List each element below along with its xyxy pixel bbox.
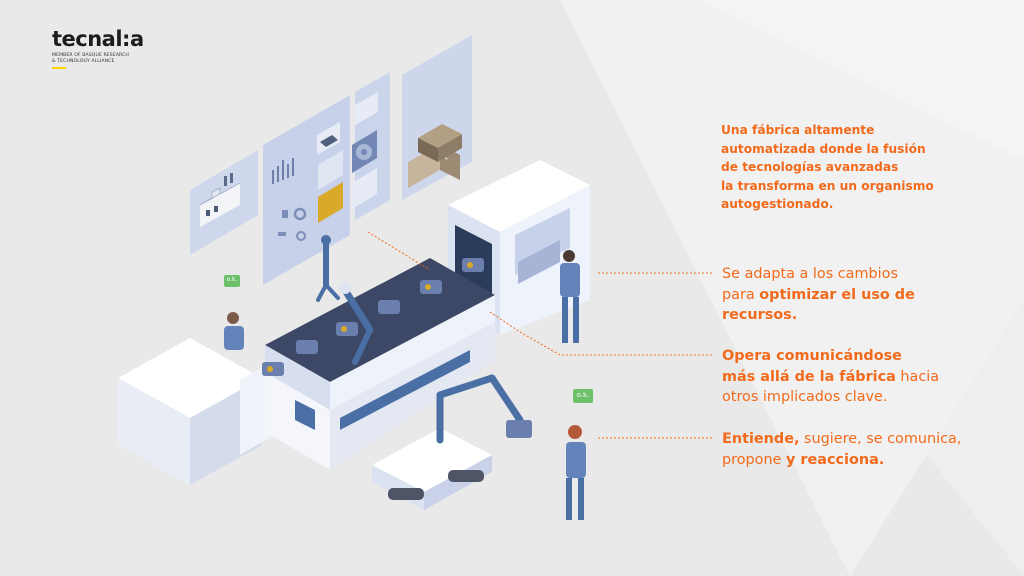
logo-accent-bar	[52, 67, 66, 70]
logo-subtitle: MEMBER OF BASQUE RESEARCH & TECHNOLOGY A…	[52, 53, 129, 64]
battery-pack-icon	[262, 258, 484, 376]
agv-arm	[436, 374, 524, 444]
ok-badge-text-left: o.k.	[226, 276, 238, 283]
conveyor-belt	[265, 258, 495, 470]
point-understands: Entiende, sugiere, se comunica, propone …	[722, 431, 962, 468]
icon-tiles	[278, 92, 378, 241]
worker-left	[224, 312, 244, 350]
tecnalia-logo: tecnal:a MEMBER OF BASQUE RESEARCH & TEC…	[52, 27, 144, 70]
robot-arm-icon	[316, 237, 374, 365]
point-communicates: Opera comunicándose más allá de la fábri…	[722, 348, 940, 405]
battery-pack-icon	[506, 420, 532, 438]
ok-badge-left	[224, 275, 240, 287]
worker-bottom	[566, 425, 586, 520]
factory-icon	[199, 173, 241, 227]
point-adapts: Se adapta a los cambios para optimizar e…	[722, 266, 915, 323]
ok-badge-text-bottom: o.k.	[576, 391, 590, 399]
intro-text: Una fábrica altamente automatizada donde…	[721, 123, 934, 212]
worker-right	[560, 250, 580, 343]
callout-lines	[367, 231, 712, 439]
logo-wordmark: tecnal:a	[52, 27, 144, 51]
agv-robot	[372, 428, 492, 510]
ok-badge-bottom	[573, 389, 593, 403]
building-icon	[408, 124, 462, 188]
bar-chart-icon	[272, 158, 294, 184]
